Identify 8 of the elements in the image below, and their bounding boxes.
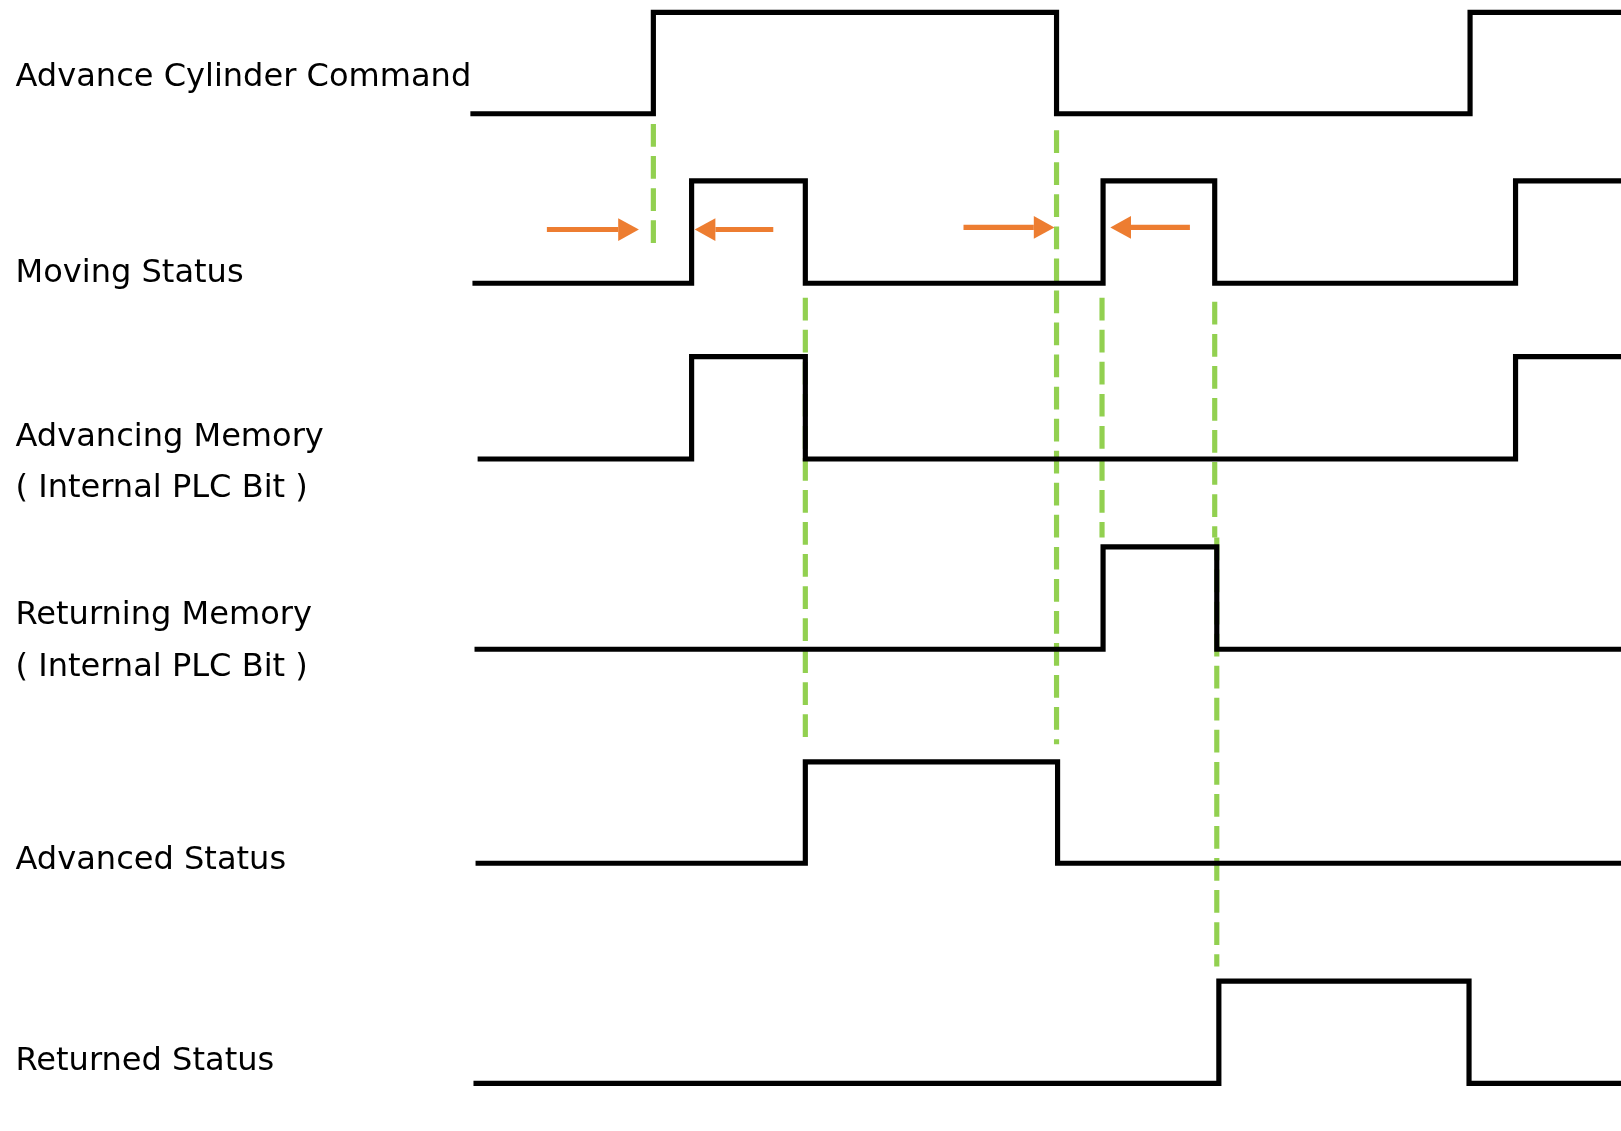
signal-label: Returned Status xyxy=(15,1039,275,1080)
signal-label: ( Internal PLC Bit ) xyxy=(15,466,308,507)
signal-label: ( Internal PLC Bit ) xyxy=(15,645,308,686)
signal-label: Advance Cylinder Command xyxy=(15,54,472,96)
signal-label: Moving Status xyxy=(15,251,244,292)
signal-label: Returning Memory xyxy=(15,593,312,634)
signal-label: Advanced Status xyxy=(15,838,287,879)
signal-label: Advancing Memory xyxy=(15,414,324,455)
